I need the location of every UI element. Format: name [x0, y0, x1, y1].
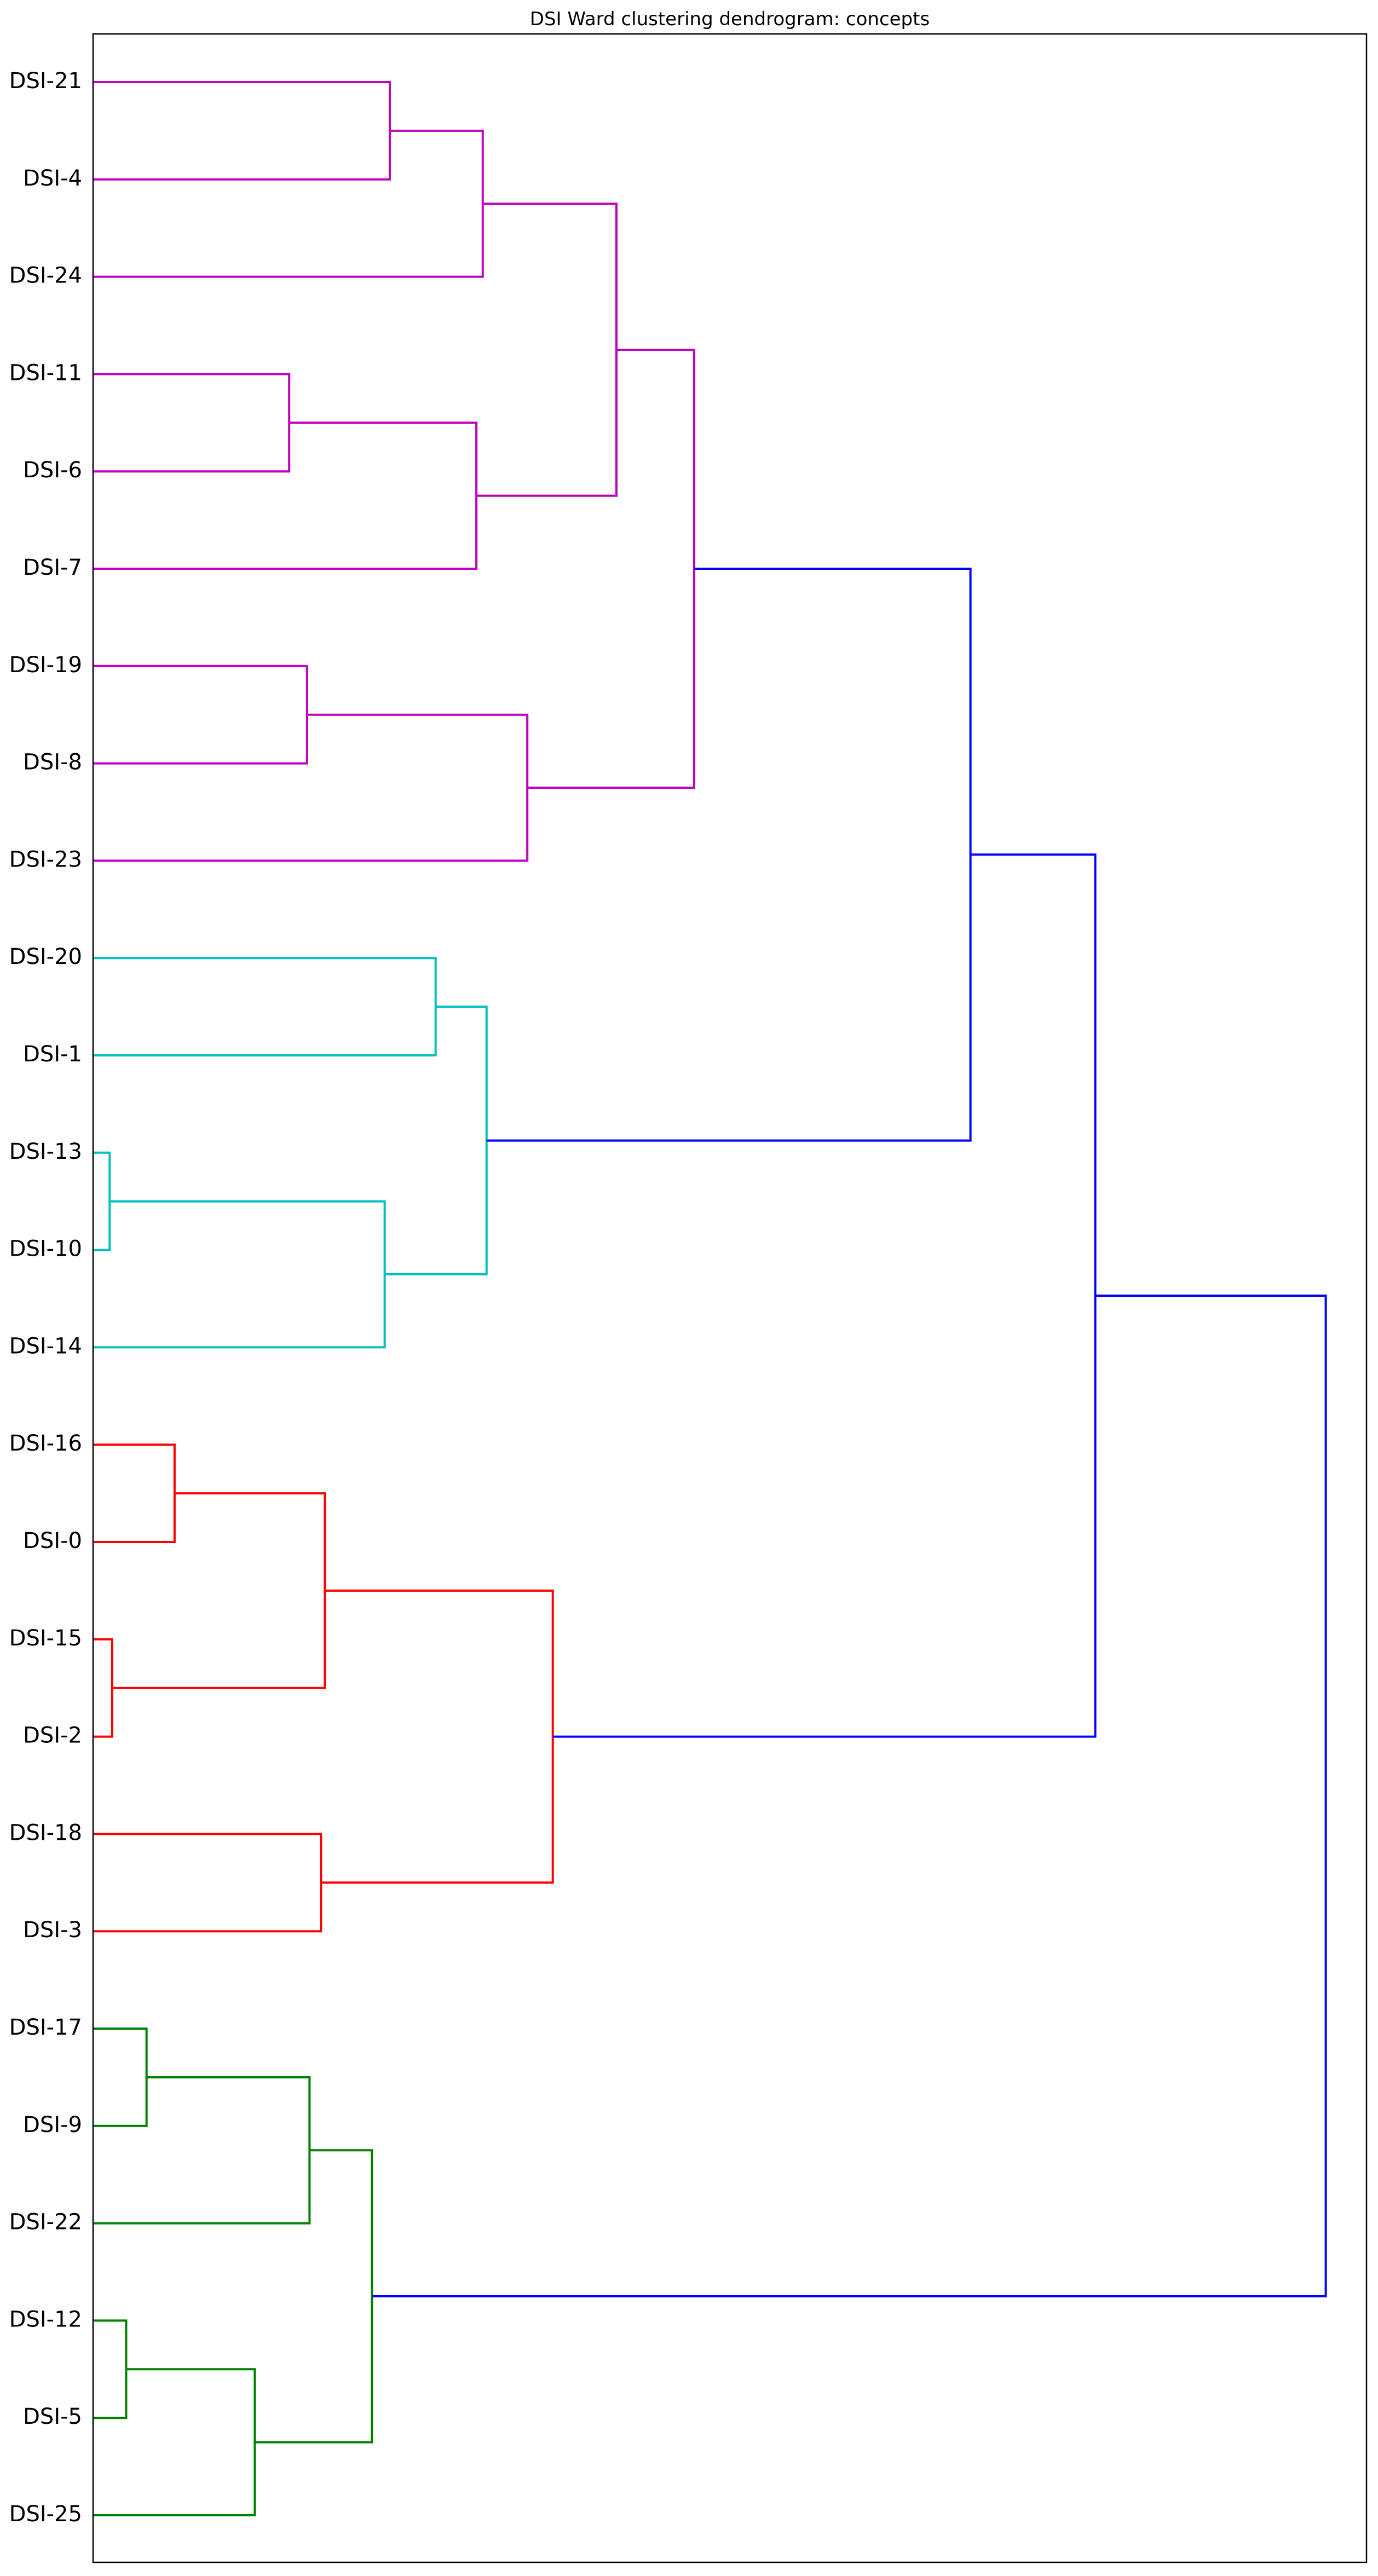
dendrogram-link [93, 713, 529, 862]
dendrogram-link [93, 2076, 311, 2225]
leaf-label: DSI-9 [23, 2112, 82, 2138]
dendrogram-link [93, 957, 437, 1056]
leaf-label: DSI-16 [9, 1431, 82, 1456]
dendrogram-link [372, 1294, 1327, 2297]
leaf-label: DSI-13 [9, 1139, 82, 1164]
dendrogram-link [93, 1200, 386, 1349]
dendrogram-link [93, 1833, 322, 1933]
dendrogram-link [93, 2319, 128, 2419]
leaf-label: DSI-5 [23, 2404, 82, 2429]
dendrogram-link [93, 1151, 111, 1251]
dendrogram-link [93, 2368, 256, 2516]
dendrogram-link [93, 1443, 176, 1543]
chart-title: DSI Ward clustering dendrogram: concepts [530, 8, 930, 30]
leaf-label: DSI-20 [9, 944, 82, 969]
leaf-label: DSI-11 [9, 360, 82, 385]
leaf-label: DSI-2 [23, 1723, 82, 1748]
dendrogram-link [93, 665, 308, 765]
leaf-label: DSI-10 [9, 1237, 82, 1262]
dendrogram-link [486, 568, 972, 1142]
dendrogram-link [93, 2028, 148, 2127]
leaf-label: DSI-14 [9, 1333, 82, 1359]
leaf-label: DSI-19 [9, 652, 82, 678]
leaf-label: DSI-4 [23, 166, 82, 191]
dendrogram-link [93, 373, 291, 473]
dendrogram-link [255, 2149, 373, 2444]
leaf-label: DSI-15 [9, 1626, 82, 1651]
leaf-label: DSI-12 [9, 2307, 82, 2332]
leaf-label: DSI-7 [23, 555, 82, 580]
dendrogram-link [476, 203, 618, 497]
leaf-label: DSI-8 [23, 750, 82, 775]
leaf-label: DSI-25 [9, 2502, 82, 2527]
dendrogram-link [93, 129, 484, 278]
leaf-label: DSI-1 [23, 1042, 82, 1067]
dendrogram-link [321, 1589, 554, 1884]
dendrogram-link [112, 1492, 326, 1689]
leaf-label: DSI-22 [9, 2210, 82, 2235]
dendrogram-link [527, 348, 695, 789]
dendrogram-links [93, 81, 1327, 2516]
dendrogram-link [93, 1638, 113, 1738]
plot-frame [92, 33, 1368, 2563]
leaf-label: DSI-23 [9, 847, 82, 872]
leaf-label: DSI-3 [23, 1917, 82, 1943]
leaf-label: DSI-0 [23, 1528, 82, 1553]
dendrogram-link [93, 81, 391, 181]
leaf-label: DSI-18 [9, 1820, 82, 1845]
leaf-label: DSI-17 [9, 2015, 82, 2040]
leaf-label: DSI-6 [23, 458, 82, 483]
leaf-labels: DSI-21DSI-4DSI-24DSI-11DSI-6DSI-7DSI-19D… [9, 68, 82, 2527]
leaf-label: DSI-24 [9, 263, 82, 288]
dendrogram-link [93, 421, 478, 570]
dendrogram-link [552, 853, 1097, 1738]
leaf-label: DSI-21 [9, 68, 82, 94]
